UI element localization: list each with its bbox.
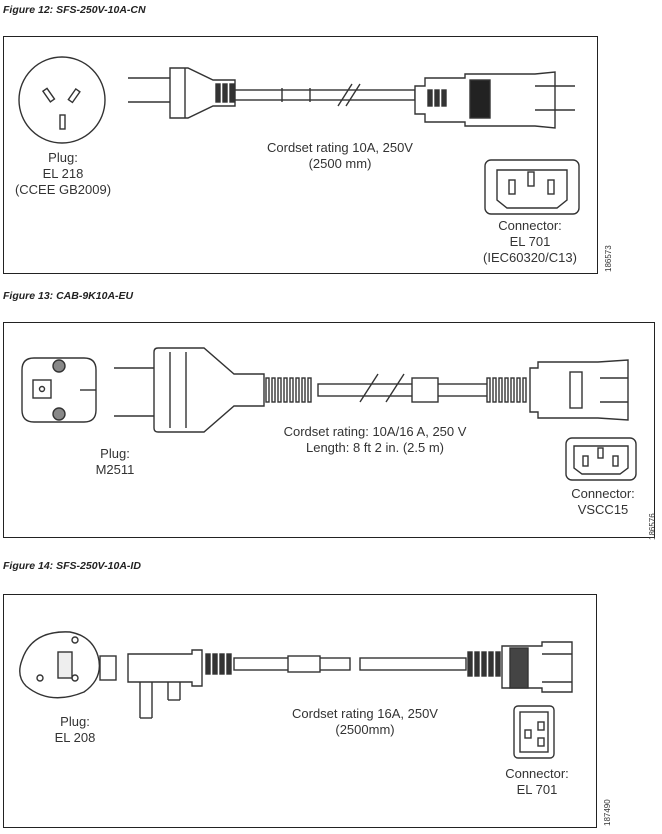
plug-label-line: (CCEE GB2009) — [14, 182, 112, 197]
figure-13-panel — [3, 322, 655, 538]
connector-label-line: (IEC60320/C13) — [483, 250, 577, 265]
connector-label-line: VSCC15 — [577, 502, 629, 517]
plug-face-cn — [18, 56, 106, 144]
plug-body-id — [127, 649, 203, 687]
plug-label-line: M2511 — [95, 462, 135, 477]
rating-label-line: (2500 mm) — [308, 156, 372, 171]
plug-face-eu — [21, 357, 97, 423]
plug-label-cn: Plug: EL 218 (CCEE GB2009) — [8, 150, 118, 198]
plug-label-line: EL 218 — [42, 166, 84, 181]
connector-label-line: Connector: — [571, 486, 635, 501]
figure-14-panel — [3, 594, 597, 828]
connector-label-line: Connector: — [498, 218, 562, 233]
plug-label-line: Plug: — [60, 714, 90, 729]
rating-label-line: Cordset rating 16A, 250V — [292, 706, 438, 721]
rating-label-id: Cordset rating 16A, 250V (2500mm) — [250, 706, 480, 738]
figure-14-title: Figure 14: SFS-250V-10A-ID — [3, 560, 141, 572]
plug-label-line: Plug: — [48, 150, 78, 165]
plug-body-cn — [169, 67, 236, 119]
figure-14-id: 187490 — [603, 799, 612, 826]
connector-label-id: Connector: EL 701 — [482, 766, 592, 798]
rating-label-cn: Cordset rating 10A, 250V (2500 mm) — [230, 140, 450, 172]
plug-body-eu — [153, 347, 265, 433]
connector-label-cn: Connector: EL 701 (IEC60320/C13) — [470, 218, 590, 266]
rating-label-line: Cordset rating: 10A/16 A, 250 V — [283, 424, 467, 439]
connector-label-line: EL 701 — [509, 234, 551, 249]
connector-label-eu: Connector: VSCC15 — [548, 486, 658, 518]
rating-label-line: Length: 8 ft 2 in. (2.5 m) — [305, 440, 445, 455]
connector-label-line: Connector: — [505, 766, 569, 781]
rating-label-line: (2500mm) — [335, 722, 395, 737]
figure-13-title: Figure 13: CAB-9K10A-EU — [3, 290, 134, 302]
plug-label-line: Plug: — [100, 446, 130, 461]
plug-label-id: Plug: EL 208 — [30, 714, 120, 746]
rating-label-eu: Cordset rating: 10A/16 A, 250 V Length: … — [250, 424, 500, 456]
rating-label-line: Cordset rating 10A, 250V — [267, 140, 413, 155]
figure-12-title: Figure 12: SFS-250V-10A-CN — [3, 4, 146, 16]
connector-label-line: EL 701 — [516, 782, 558, 797]
plug-label-eu: Plug: M2511 — [70, 446, 160, 478]
plug-label-line: EL 208 — [54, 730, 96, 745]
